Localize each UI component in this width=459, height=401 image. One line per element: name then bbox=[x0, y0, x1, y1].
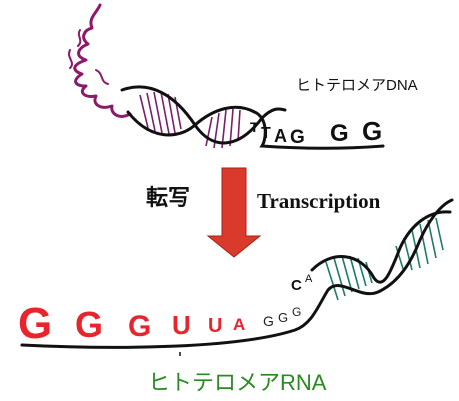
transcription-label-jp: 転写 bbox=[146, 185, 190, 210]
rna-strand bbox=[20, 198, 454, 356]
dna-base-2: T bbox=[261, 125, 271, 142]
dna-base-5: G bbox=[330, 120, 349, 147]
rna-base-7: G bbox=[263, 313, 274, 329]
dna-double-helix bbox=[120, 85, 385, 150]
rna-base-8: G bbox=[278, 310, 288, 325]
dna-base-4: G bbox=[290, 127, 305, 148]
telomere-protein-coil bbox=[68, 3, 132, 118]
rna-sequence: G G G U U A G G G C A bbox=[18, 273, 313, 348]
rna-base-10: C bbox=[291, 277, 302, 294]
dna-base-3: A bbox=[274, 126, 287, 146]
human-telomere-dna-label: ヒトテロメアDNA bbox=[296, 77, 418, 94]
rna-base-3: G bbox=[128, 310, 151, 343]
rna-base-5: U bbox=[208, 315, 222, 337]
rna-base-9: G bbox=[292, 305, 301, 319]
rna-base-4: U bbox=[172, 310, 191, 340]
dna-base-1: T bbox=[250, 119, 259, 135]
rna-base-6: A bbox=[233, 315, 245, 334]
human-telomere-rna-label: ヒトテロメアRNA bbox=[148, 370, 327, 395]
dna-base-6: G bbox=[362, 116, 382, 146]
transcription-arrow bbox=[206, 167, 262, 258]
rna-base-1: G bbox=[18, 299, 52, 348]
rna-base-11: A bbox=[305, 273, 313, 285]
dna-sequence: T T A G G G bbox=[250, 116, 382, 148]
rna-base-2: G bbox=[75, 304, 103, 345]
transcription-label-en: Transcription bbox=[257, 189, 381, 213]
